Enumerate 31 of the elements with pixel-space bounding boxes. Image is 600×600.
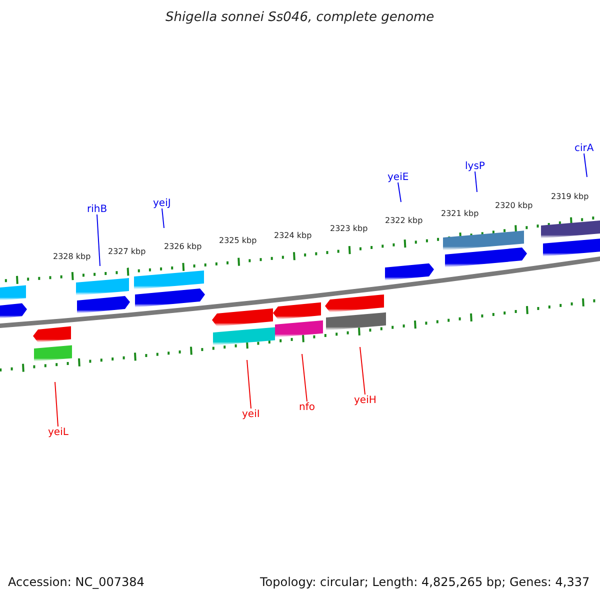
leader-line <box>96 214 100 266</box>
scale-label: 2328 kbp <box>53 252 91 262</box>
chart-title: Shigella sonnei Ss046, complete genome <box>166 11 434 26</box>
leader-line <box>54 382 58 427</box>
scale-label: 2322 kbp <box>385 216 423 226</box>
scale-label: 2327 kbp <box>108 248 146 256</box>
gene-label: yeiH <box>354 394 376 406</box>
scale-label: 2323 kbp <box>330 224 368 234</box>
leader-line <box>162 208 164 228</box>
gene-label: lysP <box>465 160 485 172</box>
leader-line <box>474 171 478 192</box>
leader-line <box>246 360 252 409</box>
scale-label: 2321 kbp <box>441 210 479 218</box>
scale-label: 2324 kbp <box>274 232 312 240</box>
gene-label: cirA <box>574 142 594 154</box>
scale-label: 2326 kbp <box>164 242 202 252</box>
leader-line <box>584 153 588 178</box>
gene-label: rihB <box>87 204 108 214</box>
gene-label: yeiL <box>48 426 68 438</box>
leader-line <box>360 346 366 395</box>
gene-label: yeiE <box>388 172 409 182</box>
accession-text: Accession: NC_007384 <box>8 576 144 589</box>
gene-label: yeiI <box>242 408 260 420</box>
gene-label: yeiJ <box>153 198 171 208</box>
leader-line <box>302 354 308 402</box>
leader-line <box>398 182 402 202</box>
genome-info-text: Topology: circular; Length: 4,825,265 bp; Genes: 4,337 <box>260 576 590 589</box>
gene-label: nfo <box>299 402 315 412</box>
scale-label: 2325 kbp <box>219 236 257 246</box>
scale-label: 2320 kbp <box>495 202 533 210</box>
scale-label: 2319 kbp <box>551 192 589 202</box>
